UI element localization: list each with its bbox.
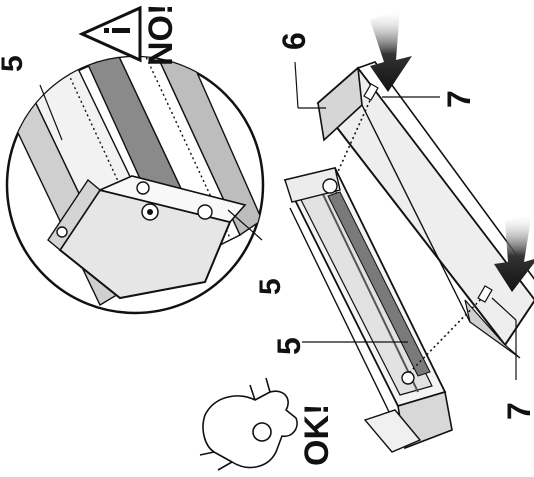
callout-5-assembly: 5 [271, 337, 307, 355]
callout-7-bottom: 7 [501, 402, 534, 420]
housing-assembly [283, 61, 534, 453]
leader-line [227, 209, 263, 241]
warning-triangle-icon [78, 5, 142, 63]
callout-7-top: 7 [441, 90, 477, 108]
no-label: NO! [142, 4, 180, 66]
press-arrow-icon [370, 8, 412, 92]
ok-label: OK! [298, 404, 336, 466]
screw-icon [401, 371, 415, 385]
detail-magnifier [5, 55, 265, 315]
screw-icon [363, 83, 493, 303]
ok-hand-icon [199, 377, 298, 471]
press-arrow-icon [494, 212, 534, 292]
screw-icon [322, 178, 338, 194]
leader-line [39, 84, 63, 141]
callout-5-right: 5 [254, 278, 287, 295]
assembly-path [409, 295, 485, 373]
callout-6: 6 [276, 32, 312, 50]
callout-5-top: 5 [0, 55, 29, 72]
